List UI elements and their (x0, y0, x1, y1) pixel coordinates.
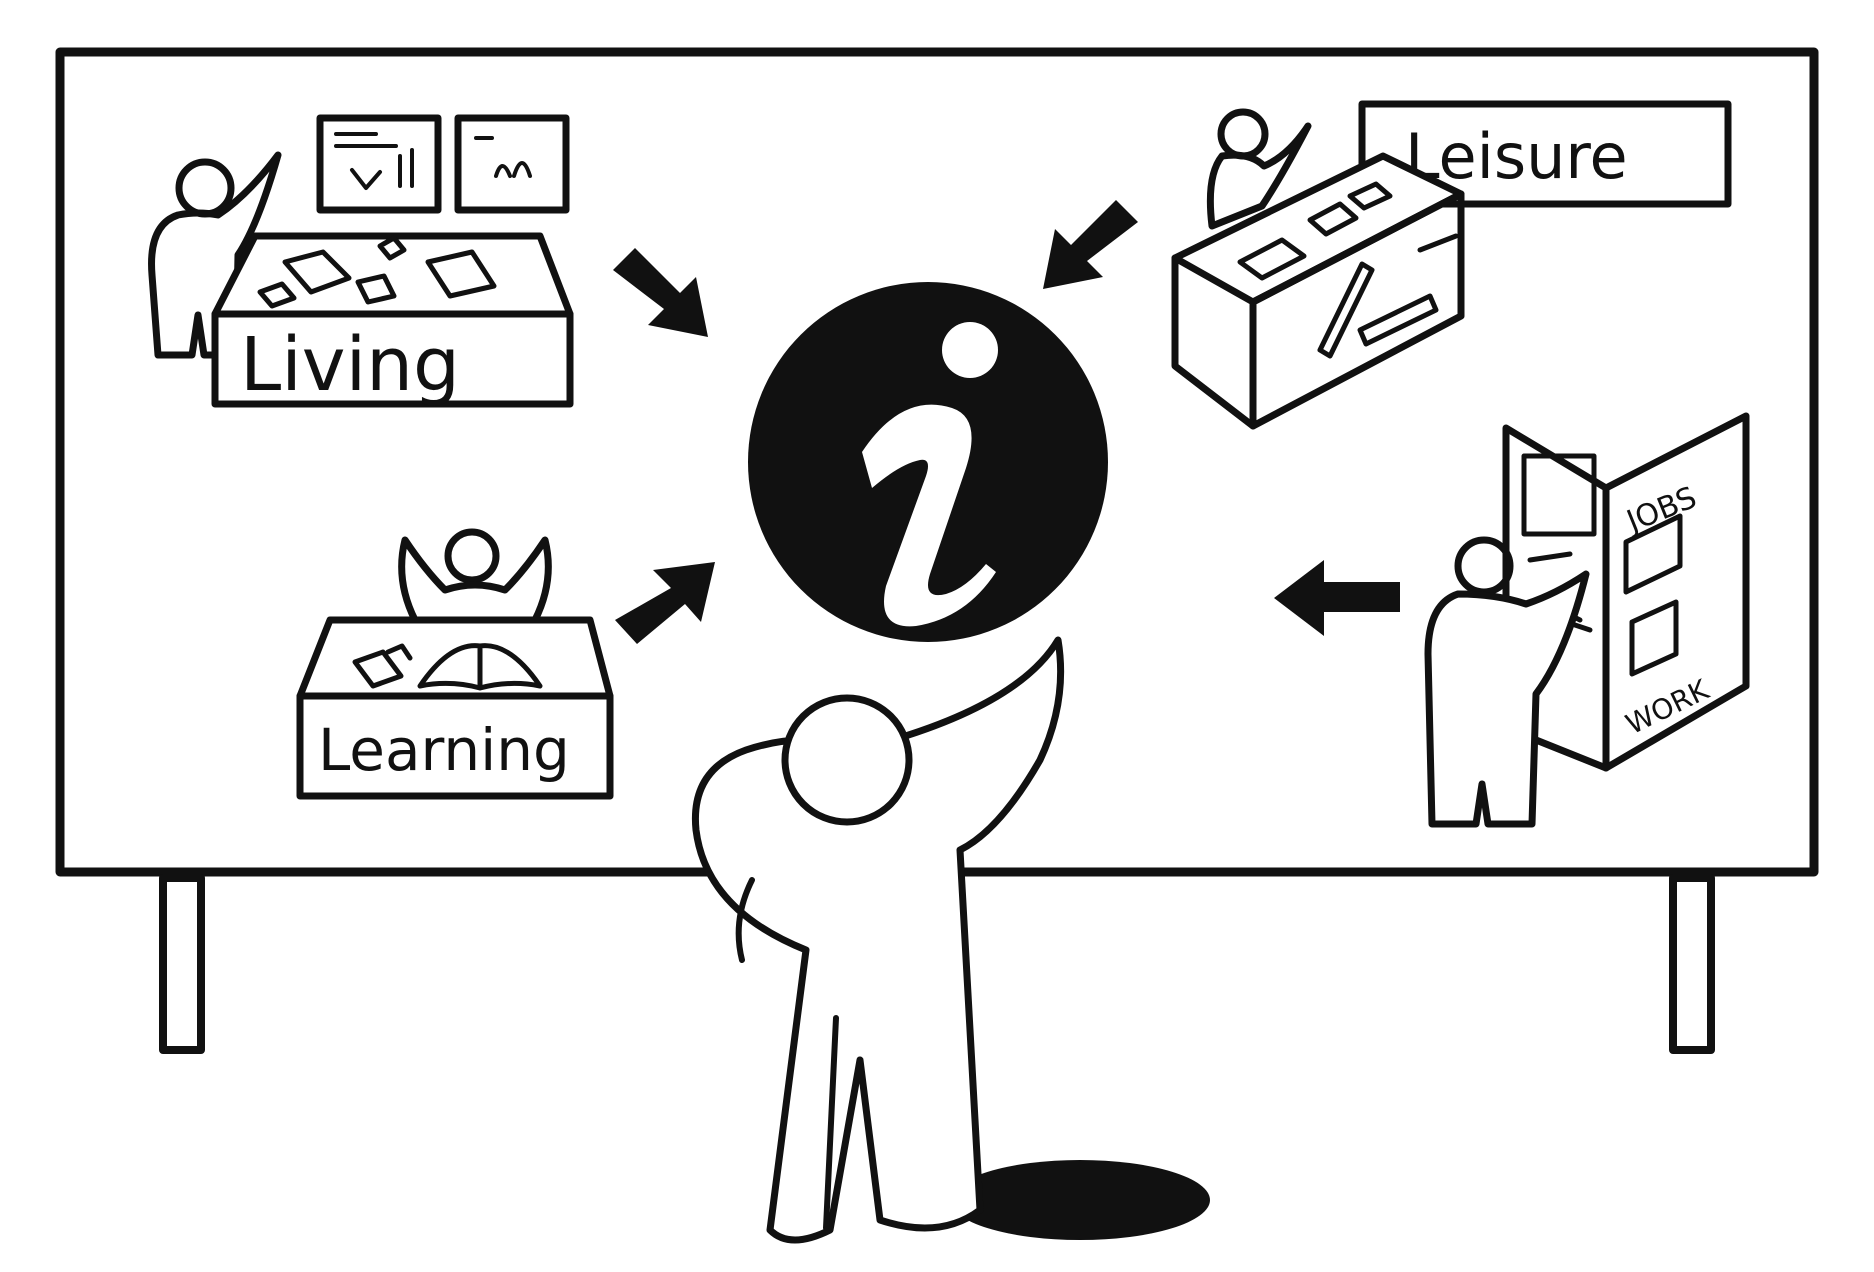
leisure-label: Leisure (1405, 120, 1628, 193)
arrow-icon (613, 200, 1400, 644)
leisure-stall: Leisure (1171, 100, 1732, 430)
person-jobs (1424, 536, 1590, 828)
living-label: Living (240, 322, 460, 408)
learning-stall: Learning (296, 528, 614, 800)
living-stall: Living (148, 114, 574, 408)
information-icon (748, 282, 1108, 642)
person-learning (398, 528, 552, 624)
arrow-from-jobs (1274, 560, 1400, 636)
person-viewer (691, 636, 1210, 1244)
arrow-from-learning (615, 562, 715, 644)
jobs-label: JOBS (1620, 480, 1701, 540)
arrow-from-living (613, 248, 708, 337)
person-living (148, 151, 282, 359)
arrow-from-leisure (1043, 200, 1138, 289)
jobs-stall: JOBS WORK (1424, 412, 1750, 828)
person-leisure (1206, 108, 1312, 230)
learning-label: Learning (318, 716, 570, 784)
